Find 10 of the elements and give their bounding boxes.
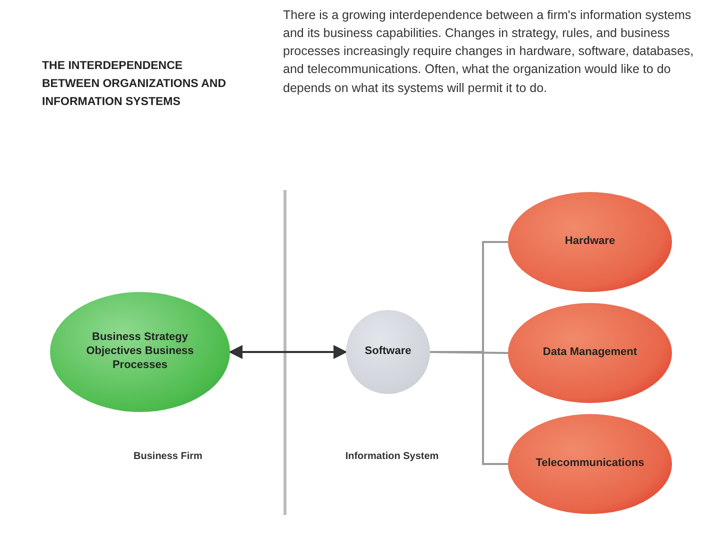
diagram-title: THE INTERDEPENDENCE BETWEEN ORGANIZATIONS AND INFORMATION SYSTEMS [42,59,227,110]
arrow [228,345,348,359]
node-label: Telecommunications [536,457,644,471]
node-label: Data Management [542,346,638,360]
section-label: Information System [344,450,440,464]
description-text: There is a growing interdependence between a firm's information systems and its business capabilities. Changes in strategy, rules, and business processes increasingly require changes in hardware, software, databases, and telecommunications. Often, what the organization would like to do depends on what its systems will permit it to do. [283,7,695,97]
section-label: Business Firm [132,450,204,464]
node-label: Business Strategy Objectives Business Processes [85,331,195,373]
node-label: Software [364,345,412,359]
node-label: Hardware [564,235,616,249]
